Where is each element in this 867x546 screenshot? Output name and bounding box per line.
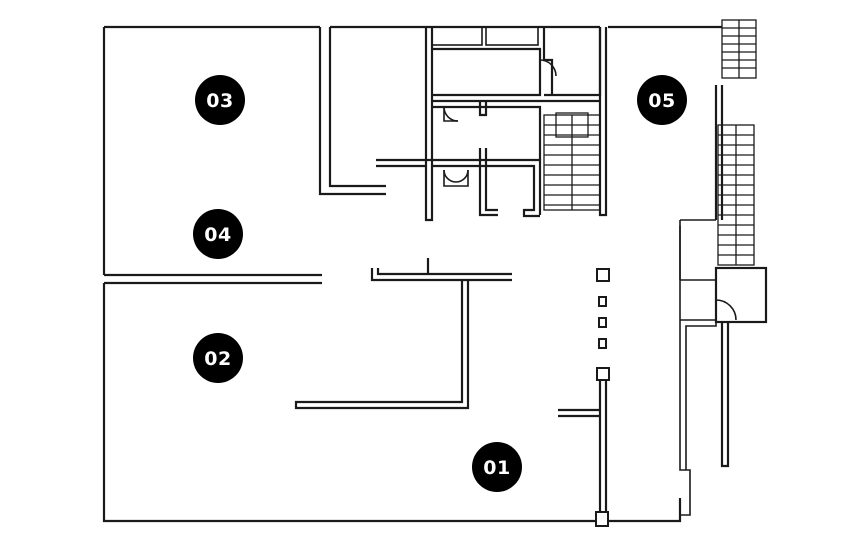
column-6 (595, 511, 609, 527)
column-3 (598, 317, 607, 328)
room-marker-01[interactable]: 01 (472, 442, 522, 492)
columns (595, 268, 610, 527)
core-rooms (376, 26, 608, 222)
room-label-03: 03 (206, 90, 233, 112)
room-label-05: 05 (648, 90, 675, 112)
room-marker-04-circle (193, 209, 243, 259)
room-label-04: 04 (204, 224, 231, 246)
column-1 (596, 268, 610, 282)
partition-walls (104, 258, 512, 410)
room-marker-05-circle (637, 75, 687, 125)
room-marker-02-circle (193, 333, 243, 383)
column-4 (598, 338, 607, 349)
room-marker-05[interactable]: 05 (637, 75, 687, 125)
room-01-walls (558, 380, 608, 512)
room-label-01: 01 (483, 457, 510, 479)
stairs-central (543, 112, 601, 211)
column-2 (598, 296, 607, 307)
room-marker-03[interactable]: 03 (195, 75, 245, 125)
room-label-02: 02 (204, 348, 231, 370)
stairs-east-mid (717, 124, 755, 266)
room-marker-02[interactable]: 02 (193, 333, 243, 383)
room-marker-03-circle (195, 75, 245, 125)
outer-walls (102, 25, 722, 523)
room-marker-01-circle (472, 442, 522, 492)
room-marker-04[interactable]: 04 (193, 209, 243, 259)
column-5 (596, 367, 610, 381)
east-walls (679, 85, 768, 470)
stairs-east-top (721, 19, 757, 79)
